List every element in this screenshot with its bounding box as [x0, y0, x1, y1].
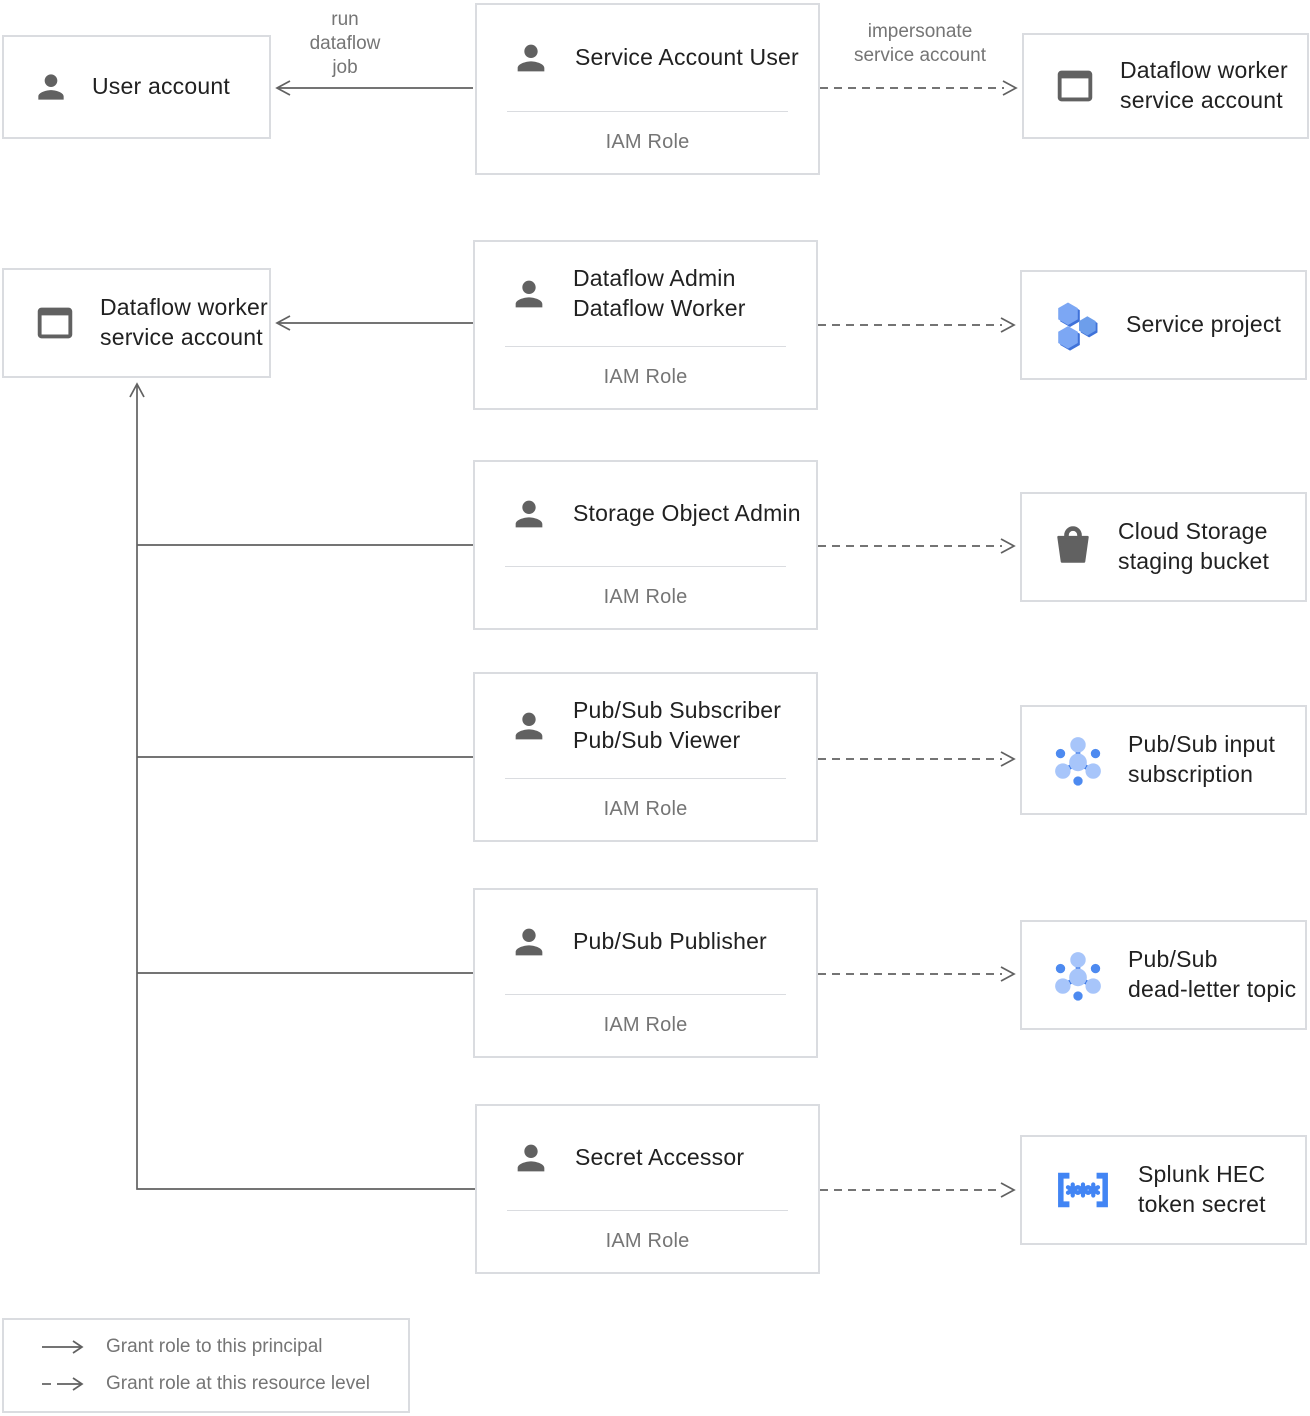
resource-label: Service project	[1126, 311, 1282, 338]
divider	[505, 778, 786, 779]
role-title: Service Account User	[575, 44, 799, 71]
person-icon	[517, 44, 545, 72]
role-head: Dataflow Admin Dataflow Worker	[475, 242, 816, 346]
legend: Grant role to this principal Grant role …	[2, 1318, 410, 1413]
dataflow-worker-sa-label: Dataflow worker service account	[100, 294, 268, 350]
role-secret-accessor: Secret Accessor IAM Role	[475, 1104, 820, 1274]
person-icon	[517, 1144, 545, 1172]
legend-row-solid: Grant role to this principal	[40, 1336, 408, 1358]
role-title: Pub/Sub Publisher	[573, 928, 767, 955]
resource-splunk-hec-token-secret: Splunk HEC token secret	[1020, 1135, 1307, 1245]
role-head: Service Account User	[477, 5, 818, 111]
divider	[507, 1210, 788, 1211]
dashed-arrow-icon	[42, 1377, 84, 1392]
role-pubsub-subscriber-viewer: Pub/Sub Subscriber Pub/Sub Viewer IAM Ro…	[473, 672, 818, 842]
iam-role-tag: IAM Role	[603, 798, 688, 820]
pubsub-icon	[1055, 952, 1101, 1001]
resource-service-project: Service project	[1020, 270, 1307, 380]
person-icon	[515, 928, 543, 956]
resource-pubsub-dead-letter-topic: Pub/Sub dead-letter topic	[1020, 920, 1307, 1030]
resource-label: Pub/Sub input subscription	[1128, 731, 1276, 787]
person-icon	[38, 74, 64, 100]
edge-run-dataflow-job	[275, 80, 473, 96]
resource-label: Splunk HEC token secret	[1138, 1161, 1266, 1217]
service-account-icon	[37, 307, 73, 339]
role-storage-object-admin: Storage Object Admin IAM Role	[473, 460, 818, 630]
solid-arrow-icon	[42, 1339, 84, 1354]
role-head: Secret Accessor	[477, 1106, 818, 1210]
iam-role-tag: IAM Role	[603, 1014, 688, 1036]
edge-to-service-project	[818, 317, 1016, 333]
edge-label-impersonate-service-account: impersonate service account	[853, 21, 986, 66]
edge-label-run-dataflow-job: run dataflow job	[309, 9, 381, 78]
legend-row-dashed: Grant role at this resource level	[40, 1373, 408, 1395]
resource-label: Pub/Sub dead-letter topic	[1128, 946, 1297, 1002]
resource-pubsub-input-subscription: Pub/Sub input subscription	[1020, 705, 1307, 815]
user-account-node: User account	[2, 35, 271, 139]
role-dataflow-admin-worker: Dataflow Admin Dataflow Worker IAM Role	[473, 240, 818, 410]
person-icon	[515, 712, 543, 740]
role-head: Pub/Sub Publisher	[475, 890, 816, 994]
divider	[507, 111, 788, 112]
edge-to-token-secret	[820, 1182, 1016, 1198]
secret-icon	[1058, 1172, 1108, 1208]
legend-dashed-label: Grant role at this resource level	[106, 1373, 371, 1395]
edge-impersonate	[820, 80, 1018, 96]
divider	[505, 994, 786, 995]
iam-role-tag: IAM Role	[603, 586, 688, 608]
iam-role-tag: IAM Role	[605, 131, 690, 153]
role-title: Storage Object Admin	[573, 500, 801, 527]
resource-cloud-storage-staging-bucket: Cloud Storage staging bucket	[1020, 492, 1307, 602]
dataflow-worker-service-account-node: Dataflow worker service account	[2, 268, 271, 378]
project-icon	[1058, 302, 1098, 351]
role-title: Secret Accessor	[575, 1144, 745, 1171]
divider	[505, 346, 786, 347]
role-head: Pub/Sub Subscriber Pub/Sub Viewer	[475, 674, 816, 778]
resource-dataflow-worker-service-account: Dataflow worker service account	[1022, 33, 1309, 139]
legend-solid-label: Grant role to this principal	[106, 1335, 323, 1357]
role-service-account-user: Service Account User IAM Role	[475, 3, 820, 175]
edge-to-deadletter-topic	[818, 966, 1016, 982]
edge-to-input-subscription	[818, 751, 1016, 767]
role-pubsub-publisher: Pub/Sub Publisher IAM Role	[473, 888, 818, 1058]
person-icon	[515, 500, 543, 528]
service-account-icon	[1057, 70, 1093, 102]
iam-role-tag: IAM Role	[603, 366, 688, 388]
edge-admin-to-worker-sa	[275, 315, 473, 331]
edge-collector	[129, 382, 475, 1190]
role-head: Storage Object Admin	[475, 462, 816, 566]
resource-label: Cloud Storage staging bucket	[1118, 518, 1270, 574]
edge-to-staging-bucket	[818, 538, 1016, 554]
role-title: Dataflow Admin Dataflow Worker	[573, 265, 746, 321]
user-account-label: User account	[92, 73, 230, 100]
resource-label: Dataflow worker service account	[1120, 57, 1288, 113]
divider	[505, 566, 786, 567]
iam-role-tag: IAM Role	[605, 1230, 690, 1252]
pubsub-icon	[1055, 737, 1101, 786]
person-icon	[515, 280, 543, 308]
bucket-icon	[1057, 526, 1089, 563]
role-title: Pub/Sub Subscriber Pub/Sub Viewer	[573, 697, 782, 753]
